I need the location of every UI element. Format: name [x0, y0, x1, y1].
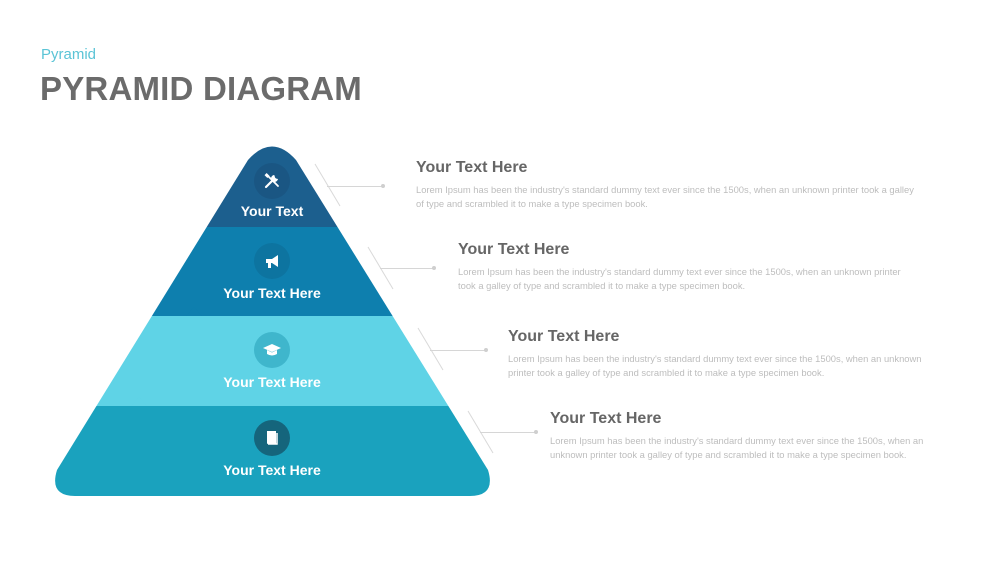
tier-3-notch	[131, 397, 147, 406]
graduation-cap-icon	[254, 332, 290, 368]
book-icon	[254, 420, 290, 456]
text-block-4-body: Lorem Ipsum has been the industry's stan…	[550, 435, 924, 460]
connector-1	[327, 186, 383, 187]
text-block-1-body: Lorem Ipsum has been the industry's stan…	[416, 184, 914, 209]
text-block-2: Your Text Here Lorem Ipsum has been the …	[458, 241, 918, 293]
edge-line-1	[314, 163, 341, 207]
connector-2	[380, 268, 434, 269]
text-block-1-heading: Your Text Here	[416, 159, 528, 176]
text-block-3: Your Text Here Lorem Ipsum has been the …	[508, 328, 926, 380]
text-block-4-heading: Your Text Here	[550, 410, 662, 427]
slide-title: PYRAMID DIAGRAM	[40, 70, 362, 107]
edge-line-3	[417, 327, 444, 371]
tier-2-label: Your Text Here	[223, 285, 321, 301]
connector-3	[430, 350, 486, 351]
slide-subtitle: Pyramid	[41, 46, 97, 63]
connector-dot-1	[381, 184, 385, 188]
text-block-2-heading: Your Text Here	[458, 241, 570, 258]
tools-icon	[254, 163, 290, 199]
megaphone-icon	[254, 243, 290, 279]
connector-4	[480, 432, 536, 433]
tier-1-label: Your Text	[240, 203, 304, 219]
text-block-3-heading: Your Text Here	[508, 328, 620, 345]
text-block-3-body: Lorem Ipsum has been the industry's stan…	[508, 353, 922, 378]
connector-dot-4	[534, 430, 538, 434]
tier-4-label: Your Text Here	[223, 462, 321, 478]
text-block-2-body: Lorem Ipsum has been the industry's stan…	[458, 266, 901, 291]
connector-dot-3	[484, 348, 488, 352]
text-block-4: Your Text Here Lorem Ipsum has been the …	[550, 410, 926, 462]
tier-3-label: Your Text Here	[223, 374, 321, 390]
text-block-1: Your Text Here Lorem Ipsum has been the …	[416, 159, 916, 211]
connector-dot-2	[432, 266, 436, 270]
tier-2-notch	[186, 307, 202, 316]
